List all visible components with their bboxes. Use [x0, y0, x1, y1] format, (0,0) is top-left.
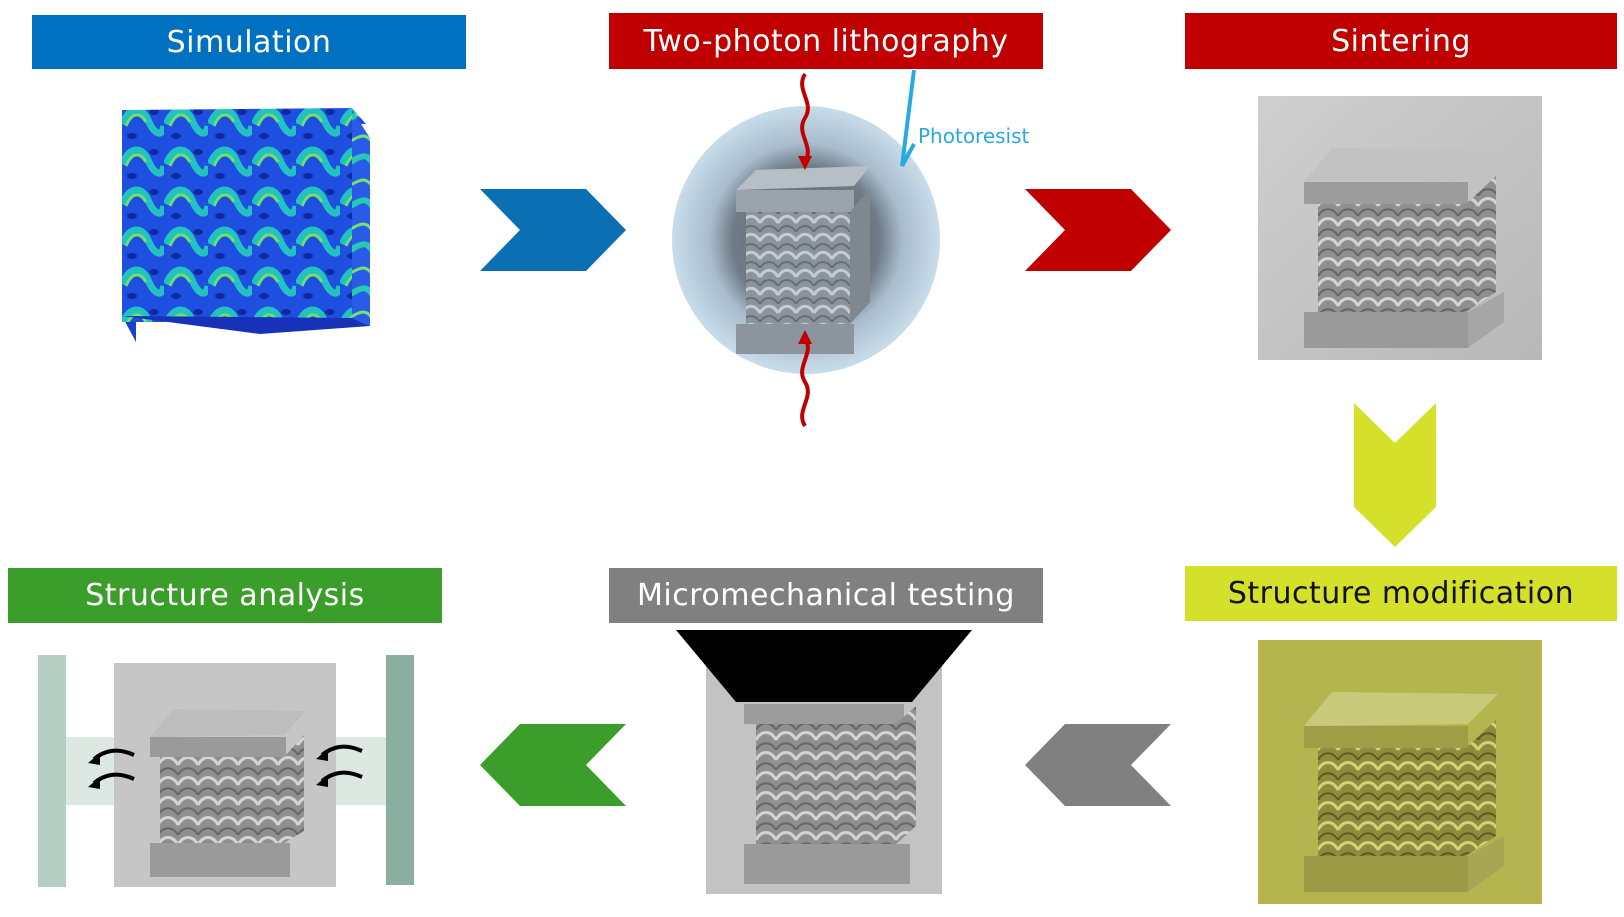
arrow-right-blue	[480, 189, 626, 271]
header-structure-modification: Structure modification	[1185, 566, 1617, 621]
arrow-left-gray	[1025, 724, 1171, 806]
header-micromechanical-testing: Micromechanical testing	[609, 568, 1043, 623]
photoresist-label: Photoresist	[918, 124, 1030, 148]
indenter-shape	[676, 630, 972, 702]
arrow-left-gray-shape	[1025, 724, 1171, 806]
header-structure-analysis: Structure analysis	[8, 568, 442, 623]
photoresist-droplet-illustration	[670, 70, 950, 430]
arrow-left-green-shape	[480, 724, 626, 806]
simulation-cube-image	[120, 104, 390, 354]
arrow-down-yellow	[1354, 403, 1436, 547]
arrow-right-blue-shape	[480, 189, 626, 271]
micromechanical-testing-image	[676, 630, 972, 894]
structure-modification-image	[1258, 640, 1542, 904]
arrow-right-red	[1025, 189, 1171, 271]
header-two-photon-lithography: Two-photon lithography	[609, 13, 1043, 69]
sintering-sem-image	[1258, 96, 1542, 360]
arrow-right-red-shape	[1025, 189, 1171, 271]
arrow-down-yellow-shape	[1354, 403, 1436, 547]
header-sintering: Sintering	[1185, 13, 1617, 69]
header-simulation: Simulation	[32, 15, 466, 69]
arrow-left-green	[480, 724, 626, 806]
structure-analysis-image	[38, 655, 414, 887]
